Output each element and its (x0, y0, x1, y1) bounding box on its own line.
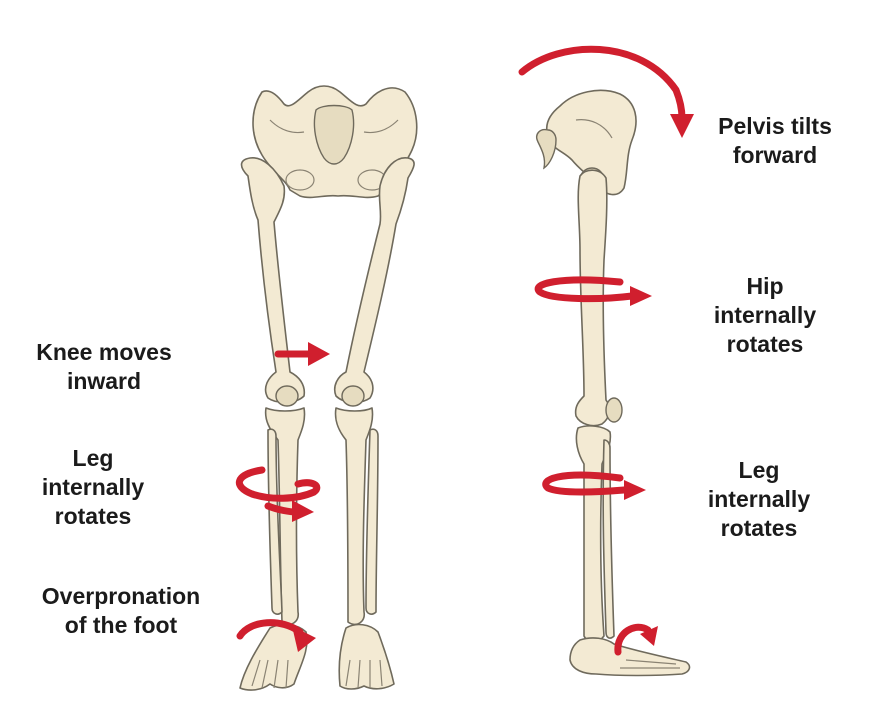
label-front-leg-internally-rotates: Leg internally rotates (18, 444, 168, 531)
side-patella (606, 398, 622, 422)
front-left-femur (242, 158, 305, 402)
label-side-leg-internally-rotates: Leg internally rotates (684, 456, 834, 543)
front-view-skeleton (240, 86, 417, 690)
label-hip-internally-rotates: Hip internally rotates (690, 272, 840, 359)
side-coccyx (537, 130, 556, 168)
label-knee-moves-inward: Knee moves inward (16, 338, 192, 396)
right-patella (342, 386, 364, 406)
front-right-fibula (366, 429, 378, 614)
label-pelvis-tilts-forward: Pelvis tilts forward (700, 112, 850, 170)
side-fibula (603, 440, 614, 638)
left-patella (276, 386, 298, 406)
label-overpronation-of-foot: Overpronation of the foot (14, 582, 228, 640)
side-foot (570, 638, 689, 676)
side-view-skeleton (537, 90, 690, 675)
